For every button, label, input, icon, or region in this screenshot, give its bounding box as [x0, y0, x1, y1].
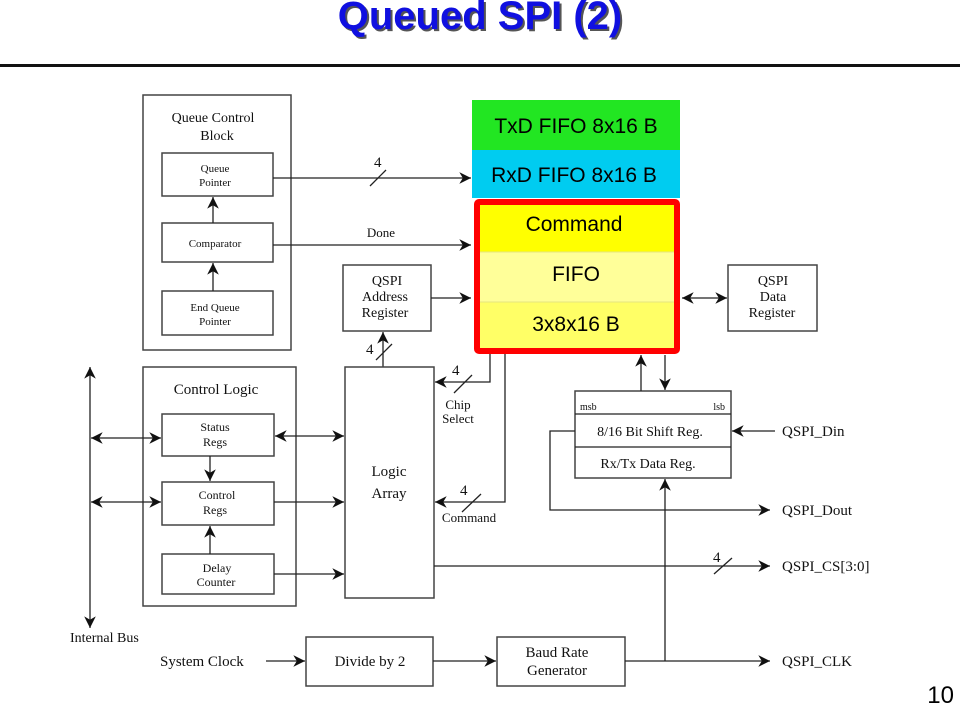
status-regs-box	[161, 413, 275, 457]
command-fifo-label: Command	[526, 213, 623, 236]
data-register-label-3: Register	[749, 306, 796, 321]
chip-select-label: Chip	[445, 397, 470, 412]
address-register-box	[342, 264, 432, 332]
rxd-fifo-label: RxD FIFO 8x16 B	[491, 164, 657, 187]
comparator-label: Comparator	[189, 238, 242, 250]
baud-rate-label: Baud Rate	[526, 645, 589, 661]
queue-control-block: Queue Control Block Queue Pointer Compar…	[142, 94, 292, 351]
bus-width-label: 4	[374, 155, 382, 171]
data-register-label-2: Data	[760, 290, 787, 305]
queue-control-title-2: Block	[200, 129, 233, 144]
system-clock-label: System Clock	[160, 654, 244, 670]
lsb-label: lsb	[713, 402, 725, 413]
bus-width-label: 4	[452, 363, 460, 379]
logic-array-label: Logic	[372, 464, 407, 480]
data-register-label: QSPI	[758, 274, 789, 289]
bus-width-label: 4	[713, 550, 721, 566]
shift-reg-label: 8/16 Bit Shift Reg.	[597, 425, 703, 440]
rxd-fifo	[472, 150, 680, 198]
queue-pointer-box	[161, 152, 274, 197]
control-logic-title: Control Logic	[174, 382, 259, 398]
command-fifo: Command FIFO 3x8x16 B	[474, 199, 680, 354]
chip-select-label-2: Select	[442, 411, 474, 426]
internal-bus-label: Internal Bus	[70, 631, 139, 646]
address-register-label-2: Address	[362, 290, 408, 305]
pin-dout-label: QSPI_Dout	[782, 503, 853, 519]
bus-width-label: 4	[366, 342, 374, 358]
logic-array-label-2: Array	[372, 486, 407, 502]
fifo-stack: TxD FIFO 8x16 B RxD FIFO 8x16 B Command …	[472, 100, 680, 354]
command-fifo-label-2: FIFO	[552, 263, 600, 286]
dout-signal	[549, 430, 770, 516]
end-queue-pointer-label: End Queue	[190, 302, 239, 314]
data-register-box	[727, 264, 818, 332]
end-queue-pointer-label-2: Pointer	[199, 316, 231, 328]
queue-control-title: Queue Control	[172, 111, 255, 126]
queue-pointer-label-2: Pointer	[199, 177, 231, 189]
shift-register-block: msb lsb 8/16 Bit Shift Reg. Rx/Tx Data R…	[574, 390, 732, 479]
page-number: 10	[927, 682, 954, 709]
slide-title: Queued SPI (2)	[337, 0, 623, 38]
baud-rate-label-2: Generator	[527, 663, 587, 679]
logic-array-box	[344, 366, 435, 599]
data-reg-label: Rx/Tx Data Reg.	[600, 457, 695, 472]
queue-pointer-label: Queue	[201, 163, 230, 175]
delay-counter-box	[161, 553, 275, 595]
status-regs-label: Status	[200, 420, 230, 434]
address-register-label: QSPI	[372, 274, 403, 289]
pin-cs-label: QSPI_CS[3:0]	[782, 559, 870, 575]
txd-fifo-label: TxD FIFO 8x16 B	[494, 115, 657, 138]
chip-select-signal	[435, 354, 491, 388]
command-label: Command	[442, 510, 497, 525]
pin-clk-label: QSPI_CLK	[782, 654, 852, 670]
control-regs-label-2: Regs	[203, 503, 227, 517]
end-queue-pointer-box	[161, 290, 274, 336]
command-signal	[435, 354, 506, 508]
pin-din-label: QSPI_Din	[782, 424, 845, 440]
control-regs-label: Control	[199, 488, 236, 502]
address-register-label-3: Register	[362, 306, 409, 321]
baud-rate-generator-box	[496, 636, 626, 687]
divide-by-2-box	[305, 636, 434, 687]
control-regs-box	[161, 481, 275, 526]
command-fifo-size: 3x8x16 B	[532, 313, 620, 336]
status-regs-label-2: Regs	[203, 435, 227, 449]
bus-width-label: 4	[460, 483, 468, 499]
done-label: Done	[367, 225, 395, 240]
delay-counter-label: Delay	[203, 561, 232, 575]
divide-by-2-label: Divide by 2	[335, 654, 406, 670]
msb-label: msb	[580, 402, 597, 413]
delay-counter-label-2: Counter	[197, 575, 236, 589]
title-divider	[0, 64, 960, 67]
txd-fifo	[472, 100, 680, 150]
comparator-box	[161, 222, 274, 263]
control-logic-block: Control Logic Status Regs Control Regs D…	[142, 366, 297, 607]
